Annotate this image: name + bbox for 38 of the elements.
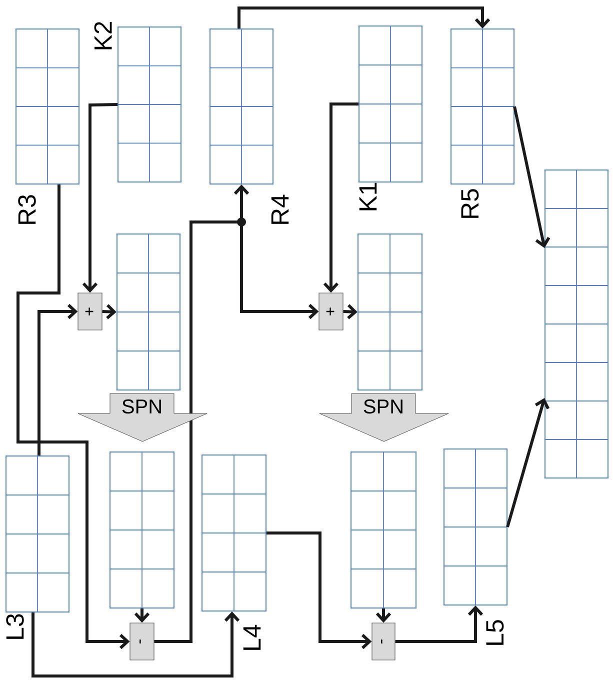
- register-grid: [450, 28, 514, 184]
- register-grid: [358, 234, 422, 390]
- arrow: [266, 532, 372, 650]
- register-label: L5: [486, 620, 504, 645]
- register-label: R3: [18, 195, 36, 224]
- register-grid: [118, 26, 182, 182]
- arrow: [323, 102, 358, 293]
- register-label: R5: [461, 189, 479, 218]
- register-grid: [444, 448, 508, 606]
- register-grid: [202, 454, 266, 612]
- register-label: K2: [94, 22, 112, 50]
- arrow: [395, 606, 484, 643]
- register-grid: [16, 28, 80, 184]
- operator-box: -: [372, 622, 396, 660]
- arrow: [82, 103, 118, 293]
- operator-box: +: [318, 292, 344, 330]
- edge-label: SPN: [364, 399, 402, 414]
- register-label: L4: [243, 624, 261, 650]
- register-grid: [210, 28, 274, 184]
- register-label: L3: [6, 614, 24, 639]
- register-label: R4: [271, 194, 289, 224]
- arrow: [154, 220, 319, 643]
- operator-box: -: [130, 622, 154, 660]
- edge-label: SPN: [122, 399, 161, 414]
- register-grid: [350, 452, 416, 608]
- register-grid: [116, 234, 180, 390]
- register-label: K1: [359, 182, 377, 210]
- arrow: [38, 304, 78, 456]
- register-grid: [544, 170, 608, 478]
- arrow: [513, 106, 550, 248]
- register-grid: [6, 456, 70, 612]
- operator-box: +: [78, 292, 102, 330]
- arrow: [32, 612, 240, 678]
- register-grid: [358, 26, 422, 182]
- arrow: [506, 398, 550, 528]
- arrow: [16, 184, 130, 650]
- register-grid: [110, 452, 174, 608]
- arrow: [238, 6, 490, 28]
